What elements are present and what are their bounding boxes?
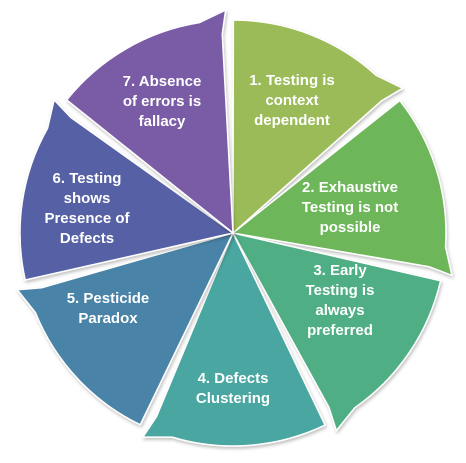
segment-2 [231,99,453,277]
segment-2-label-line: possible [320,219,381,236]
segment-7-label-line: of errors is [123,93,201,110]
segment-6-label-line: 6. Testing [53,170,122,187]
segment-3 [231,231,442,433]
segment-7-label-line: fallacy [139,113,186,130]
segment-4 [141,231,327,447]
segment-3-label-line: preferred [307,322,373,339]
segments-group [15,8,453,447]
segment-3-label-line: always [315,302,364,319]
segment-2-label-line: Testing is not [302,199,398,216]
segment-7-label: 7. Absence of errors is fallacy [123,73,202,130]
segment-1-label: 1. Testing is context dependent [249,72,335,129]
segment-6-label-line: Presence of [44,210,130,227]
segment-5-label-line: 5. Pesticide [67,290,150,307]
segment-1 [232,19,405,235]
segment-4-label-line: 4. Defects [198,370,269,387]
segment-6-label-line: shows [64,190,111,207]
segment-3-label-line: 3. Early [313,262,367,279]
segment-6 [19,98,235,281]
segment-3-label-line: Testing is [306,282,375,299]
segment-7 [65,8,234,235]
segment-6-label-line: Defects [60,230,114,247]
segment-5-label-line: Paradox [78,310,138,327]
segment-7-label-line: 7. Absence [123,73,202,90]
segment-4-label-line: Clustering [196,390,270,407]
labels-group: 1. Testing is context dependent 2. Exhausti… [44,72,398,407]
segment-1-label-line: context [265,92,318,109]
segment-1-label-line: dependent [254,112,330,129]
segment-2-label-line: 2. Exhaustive [302,179,398,196]
segment-1-label-line: 1. Testing is [249,72,335,89]
segment-5 [15,231,235,426]
